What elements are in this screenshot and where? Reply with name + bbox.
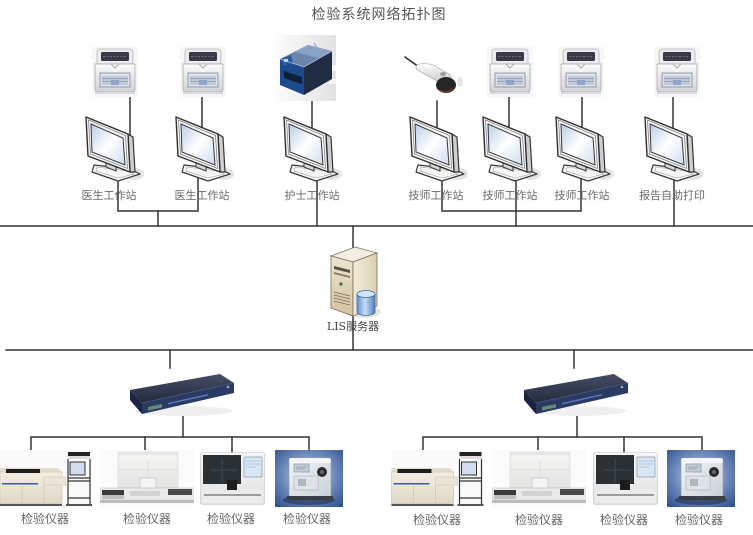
network-switch-icon [522, 370, 630, 418]
printer-icon [558, 47, 604, 97]
monitor-icon [84, 114, 144, 184]
instrument-label: 检验仪器 [674, 513, 723, 527]
sample-analyzer-icon [492, 450, 586, 507]
diagram-title: 检验系统网络拓扑图 [311, 7, 447, 23]
benchtop-analyzer-icon [275, 450, 343, 507]
workstation-label: 护士工作站 [284, 189, 340, 202]
printer-icon [654, 47, 700, 97]
hematology-analyzer-icon [200, 452, 265, 505]
chemistry-analyzer-icon [390, 450, 485, 507]
server-label: LIS服务器 [326, 320, 380, 333]
workstation-label: 医生工作站 [174, 189, 230, 202]
server-database-icon [325, 244, 383, 320]
instrument-label: 检验仪器 [282, 512, 331, 526]
instrument-label: 检验仪器 [20, 512, 69, 526]
monitor-icon [282, 114, 342, 184]
monitor-icon [554, 114, 614, 184]
network-switch-icon [128, 370, 236, 418]
sample-analyzer-icon [100, 450, 194, 507]
printer-icon [92, 47, 138, 97]
printer-icon [180, 47, 226, 97]
workstation-label: 报告自助打印 [639, 189, 705, 202]
monitor-icon [174, 114, 234, 184]
benchtop-analyzer-icon [667, 450, 735, 507]
switch-1-instrument-bracket [30, 436, 310, 453]
monitor-icon [643, 114, 703, 184]
workstation-label: 医生工作站 [81, 189, 137, 202]
label-printer-icon [274, 35, 336, 101]
switch-2-instrument-bracket [422, 436, 703, 453]
printer-icon [487, 47, 533, 97]
instrument-label: 检验仪器 [412, 513, 461, 527]
monitor-icon [481, 114, 541, 184]
instrument-label: 检验仪器 [514, 513, 563, 527]
workstation-label: 技师工作站 [482, 189, 538, 202]
tech-stations-bracket [441, 177, 582, 212]
instrument-label: 检验仪器 [206, 512, 255, 526]
barcode-scanner-icon [403, 52, 463, 98]
workstation-label: 技师工作站 [554, 189, 610, 202]
monitor-icon [408, 114, 468, 184]
hematology-analyzer-icon [593, 452, 658, 505]
instrument-label: 检验仪器 [122, 512, 171, 526]
chemistry-analyzer-icon [0, 450, 92, 507]
instrument-label: 检验仪器 [599, 513, 648, 527]
workstation-label: 技师工作站 [408, 189, 464, 202]
